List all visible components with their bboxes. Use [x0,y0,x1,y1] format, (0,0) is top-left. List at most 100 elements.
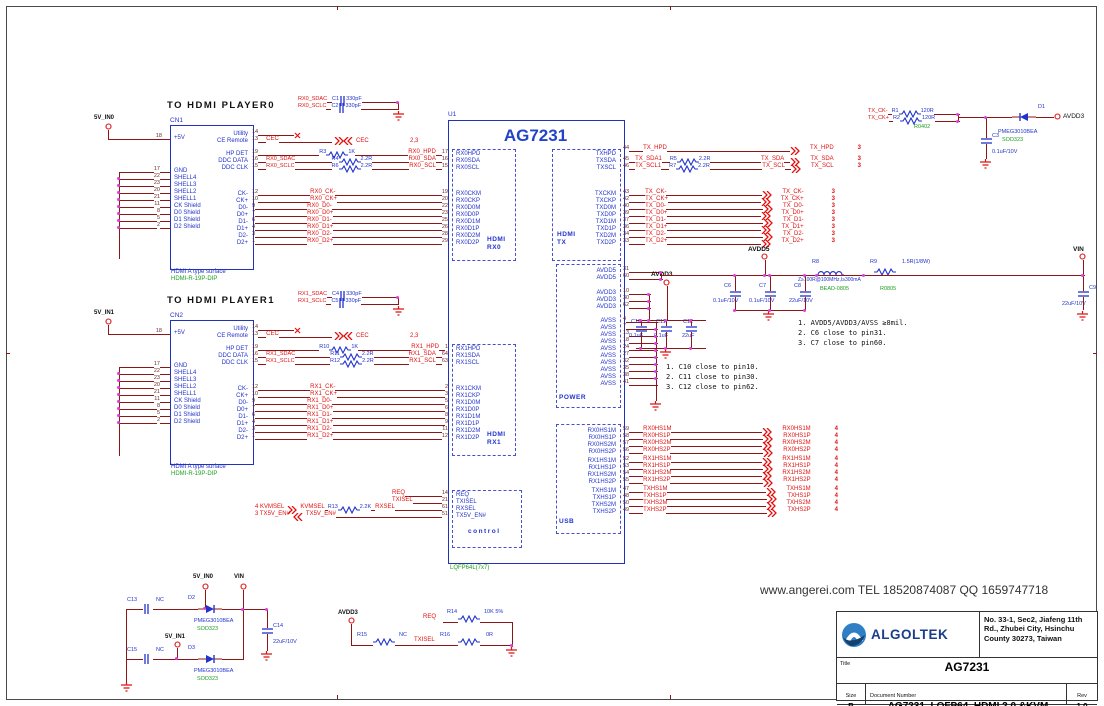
net-row: 6 RX0_D1-25 [252,216,448,224]
u1-rx1-block [452,344,516,456]
port-arrow-icon [762,191,773,199]
cn1-supply-label: 5V_IN0 [94,115,115,121]
junction-dot [956,113,959,116]
capacitor-icon [661,326,672,332]
wire [1083,275,1084,291]
power-terminal-icon [663,279,670,286]
wire [1093,353,1097,354]
net-row: 4 RX0_D1+26 [252,223,448,231]
junction-dot [803,274,806,277]
junction-dot [117,414,120,417]
wire [636,320,706,321]
cn2-data-rows: 12 RX1_CK-2 10 RX1_CK+3 9 RX1_D0-5 7 RX1… [252,384,448,442]
junction-dot [117,226,120,229]
capacitor-icon [636,326,647,332]
document-number-cell: Document Number AG7231_LQFP64_HDMI 2.0 &… [866,684,1067,706]
ground-icon [392,111,405,121]
junction-dot [862,274,865,277]
cn2-type-label: HDMI A type surface [171,464,226,470]
cn1-connector-body [170,125,254,270]
wire [1083,297,1084,310]
port-arrow-icon [767,509,778,517]
junction-dot [396,296,399,299]
c14-ref: C14 [273,623,284,629]
title-label: Title [840,661,851,667]
r15-ref: R15 [357,632,368,638]
junction-dot [117,205,120,208]
port-arrow-icon [766,502,777,510]
capacitor-icon [765,291,776,297]
d3-part: PMEG3010BEA [194,668,234,674]
resistor-icon [676,158,699,166]
port-arrow-icon [766,488,777,496]
junction-dot [117,400,120,403]
wire [119,172,120,259]
title-block: ALGOLTEK No. 33-1, Sec2, Jiafeng 11th Rd… [836,611,1098,706]
ground-icon [392,306,405,316]
wire [337,6,338,10]
u1-power-block [556,264,621,408]
connector-pin-row: 23 [119,375,170,384]
wire [805,275,806,291]
cn1-data-rows: 12 RX0_CK-19 10 RX0_CK+20 9 RX0_D0-22 7 … [252,189,448,247]
u1-usb-block [556,424,621,534]
power-terminal-icon [348,617,355,624]
power-terminal-icon [105,318,112,325]
wire [480,645,512,646]
net-row: 3 RX0_D2-28 [252,230,448,238]
connector-pin-row: 20 [119,382,170,391]
power-terminal-icon [105,123,112,130]
wire [636,348,706,349]
avdd3-terminal-label: AVDD3 [338,610,358,616]
net-row: 9 RX1_D0-5 [252,397,448,405]
wire [661,272,662,280]
net-row: 3 RX1_D2-11 [252,425,448,433]
vin-label: VIN [234,574,245,580]
wire [243,590,244,660]
ground-icon [649,401,662,411]
junction-dot [654,342,657,345]
u1-power-label: POWER [559,394,587,401]
net-row: 10 RX1_CK+3 [252,390,448,398]
cn2-connector-body [170,320,254,465]
net-row: 7 RX1_D0+6 [252,404,448,412]
r8-value: Z≥100R@100MHz,I≥300mA [798,277,861,283]
wire [267,609,268,628]
port-arrow-icon [790,147,800,155]
port-arrow-icon [761,240,772,248]
c12-ref: C12 [683,319,694,325]
r9-package: R0805 [880,286,897,292]
u1-ic-body [448,120,625,564]
resistor-icon [339,353,362,361]
capacitor-icon [262,628,273,634]
cn2-part-number: HDMI-R-19P-DIP [171,471,218,477]
r9-ref: R9 [870,259,878,265]
net-row: 10 RX0_CK+20 [252,195,448,203]
r8-package: BEAD-0805 [820,286,850,292]
power-terminal-icon [174,641,181,648]
c11-ref: C11 [656,319,666,325]
connector-pin-row: 2 [119,222,170,231]
resistor-icon [458,638,480,646]
c3-ref: C3 [992,133,1000,139]
